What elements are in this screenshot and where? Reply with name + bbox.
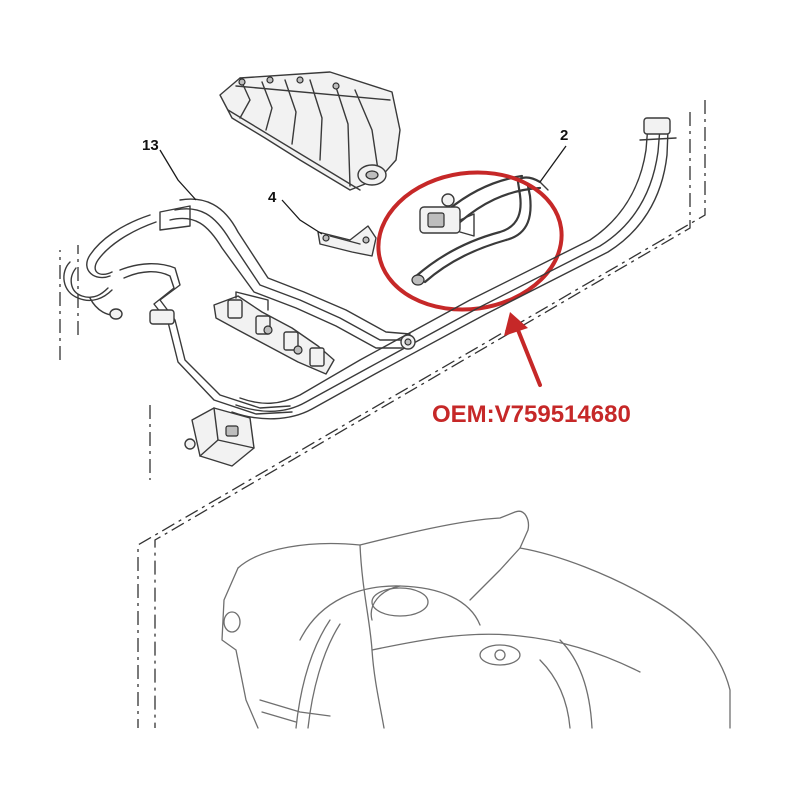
highlight-arrow-shaft — [514, 323, 542, 387]
assembly-frame-outline — [59, 100, 706, 728]
oem-part-number: OEM:V759514680 — [432, 401, 631, 428]
callout-13: 13 — [142, 137, 159, 154]
highlight-marker — [376, 170, 564, 387]
purge-valve-module — [184, 407, 255, 467]
mounting-bracket — [317, 225, 377, 257]
highlight-arrowhead — [504, 312, 528, 336]
leader-13 — [159, 149, 197, 201]
leader-4 — [281, 199, 323, 235]
fuel-tank — [221, 510, 731, 729]
leader-2 — [539, 145, 567, 183]
callout-4: 4 — [268, 189, 277, 206]
left-hose-loops — [63, 214, 293, 415]
fuel-lines — [159, 117, 677, 420]
highlight-ring — [376, 170, 564, 312]
fuel-rail-injectors — [213, 291, 335, 375]
intake-manifold — [219, 71, 401, 191]
callout-2: 2 — [560, 127, 568, 144]
purge-hose-assembly — [411, 174, 549, 286]
callout-leaders — [159, 145, 567, 235]
